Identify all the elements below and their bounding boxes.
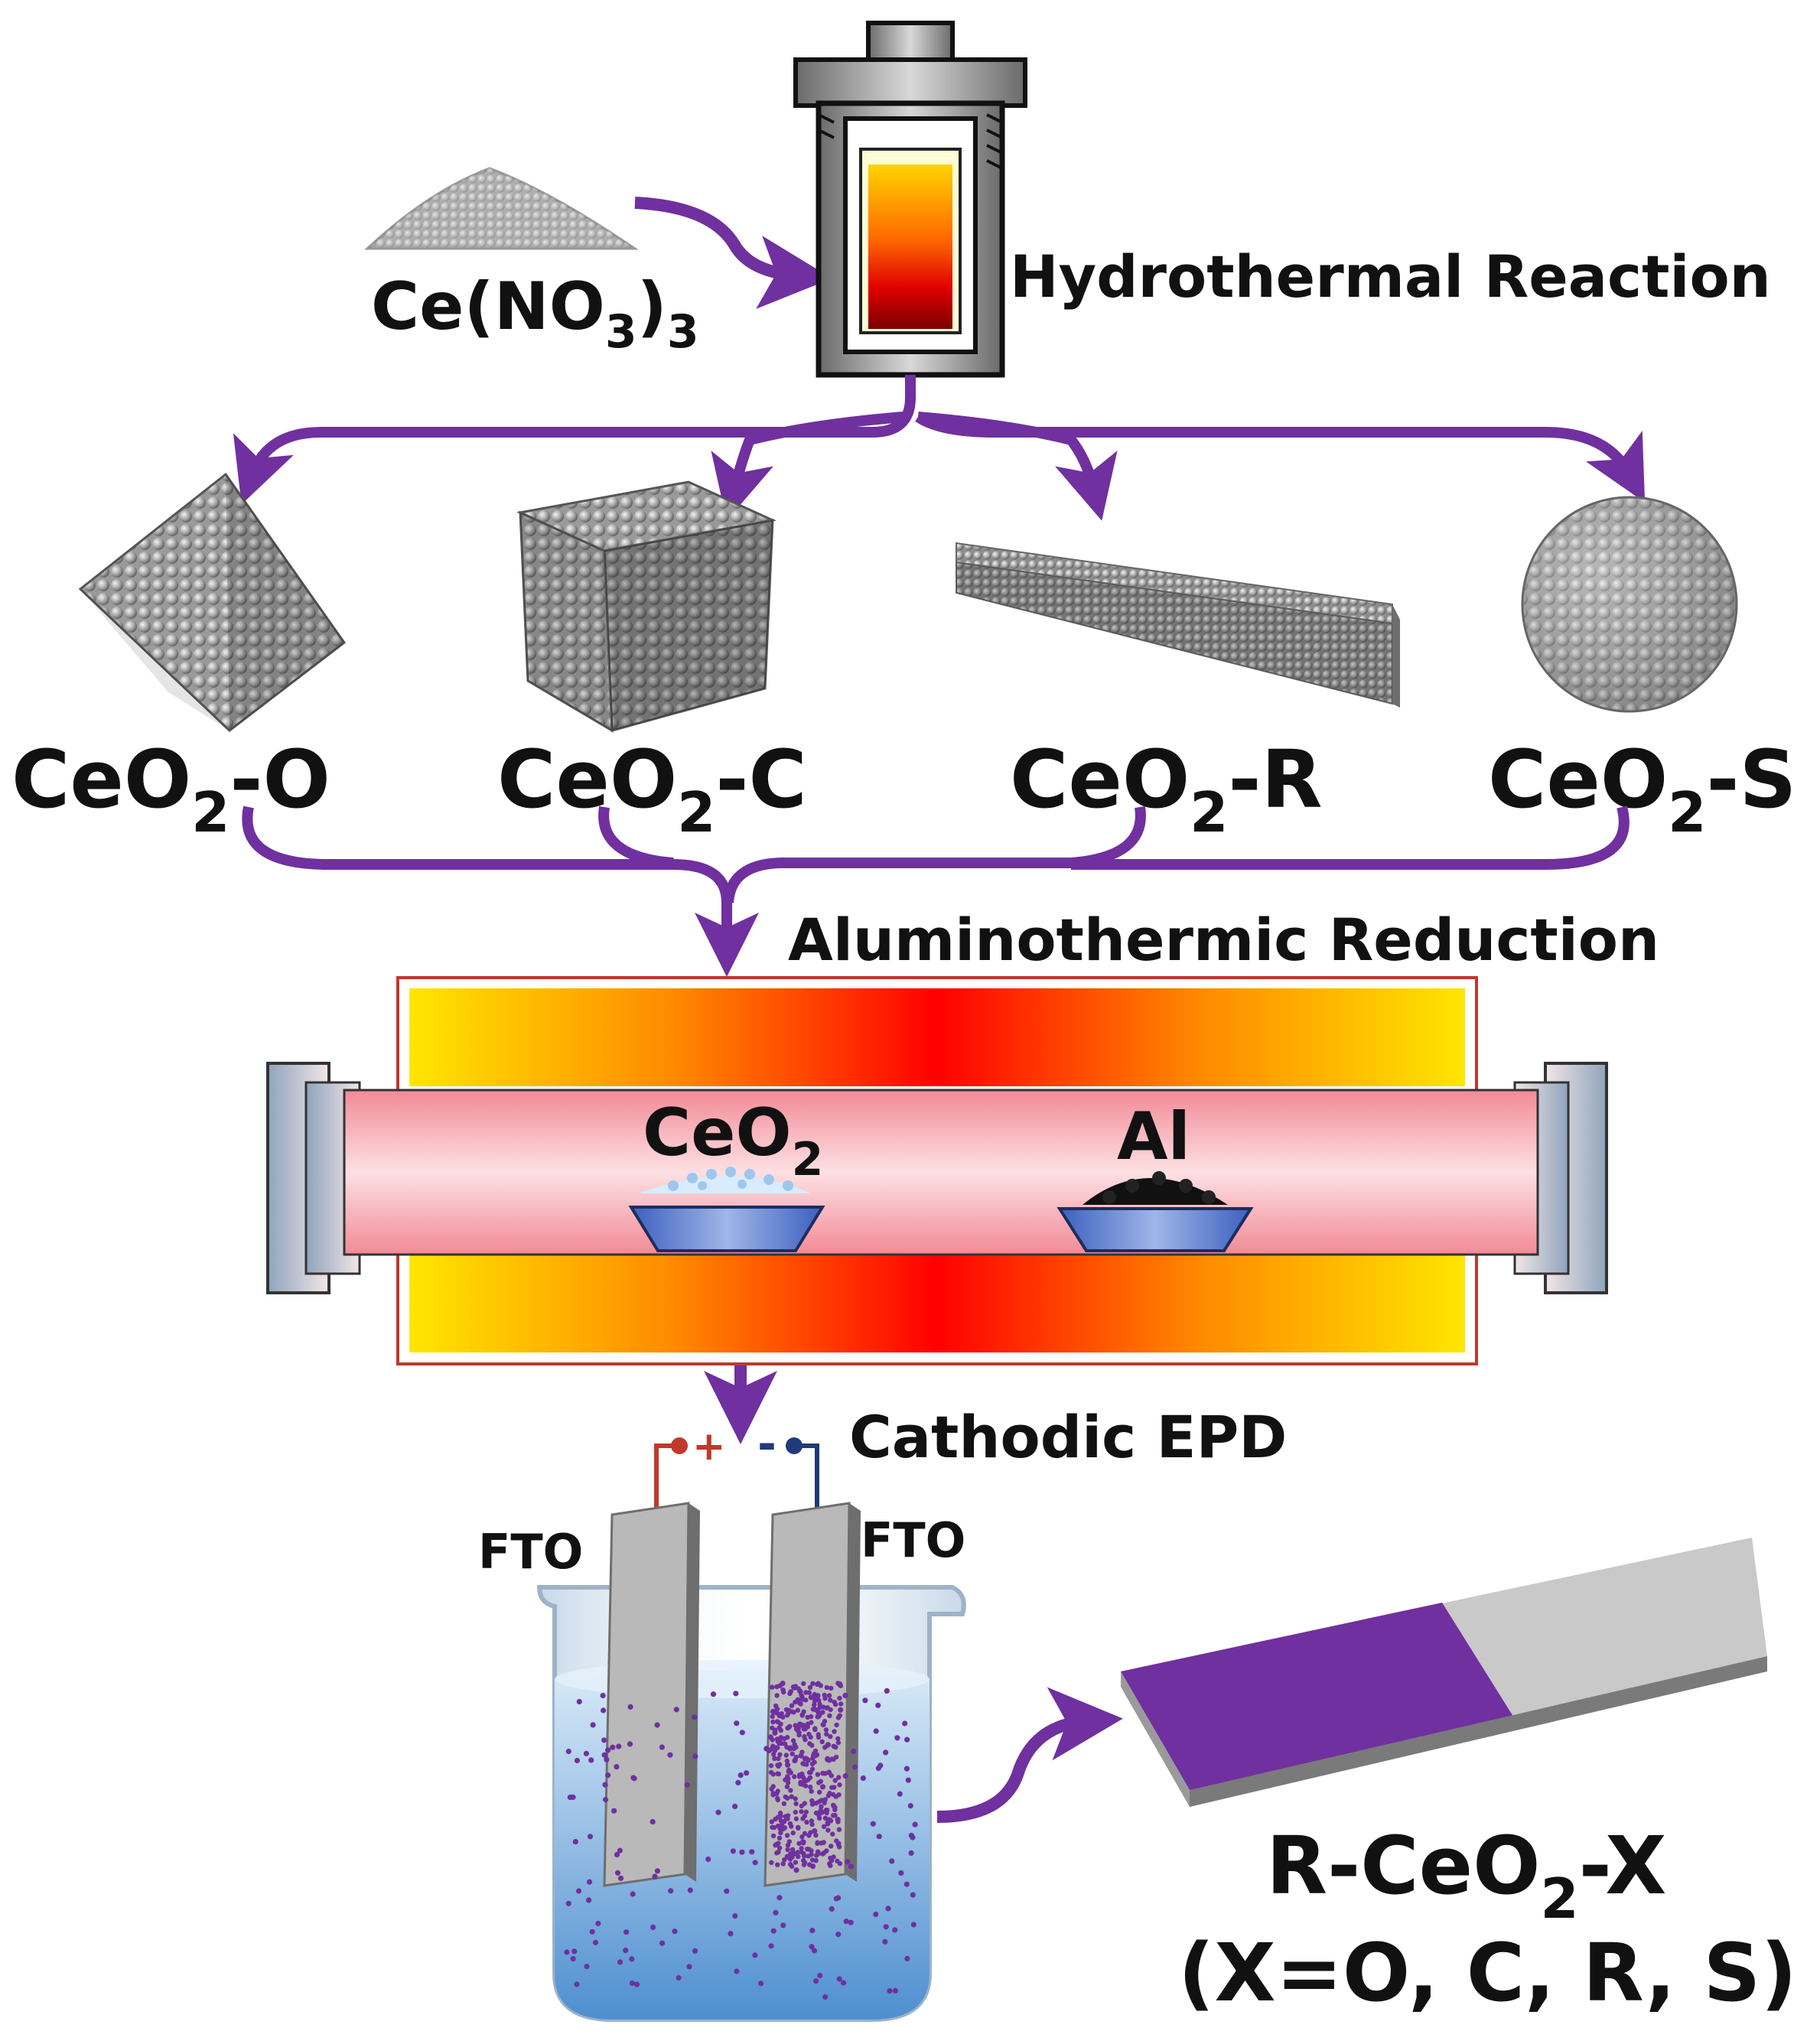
beaker-icon	[536, 1585, 966, 2022]
product-label: R-CeO2-X	[1266, 1819, 1667, 1931]
upper-heater	[409, 988, 1465, 1086]
cube-particle-icon	[516, 480, 777, 733]
product-variants-label: (X=O, C, R, S)	[1178, 1926, 1797, 2020]
octahedron-particle-icon	[78, 472, 347, 732]
boat-al-label: Al	[1117, 1098, 1190, 1175]
ceo2-boat	[628, 1167, 825, 1252]
branch-arrows	[233, 375, 1646, 521]
left-electrode-label: FTO	[478, 1524, 583, 1580]
precursor-label: Ce(NO3)3	[371, 269, 699, 359]
lower-heater	[409, 1255, 1465, 1352]
arrow-to-product	[936, 1687, 1123, 1823]
tube-furnace	[266, 976, 1608, 1365]
epd-wires	[654, 1437, 819, 1515]
coated-substrate	[1121, 1538, 1767, 1807]
label-ceo2-r: CeO2-R	[1010, 733, 1323, 845]
label-ceo2-o: CeO2-O	[11, 733, 330, 845]
epd-label: Cathodic EPD	[849, 1403, 1287, 1471]
boat-ceo2-label: CeO2	[643, 1095, 823, 1186]
merge-arrows	[242, 806, 1630, 977]
rod-particle-icon	[956, 542, 1400, 708]
right-electrode-label: FTO	[861, 1512, 965, 1568]
minus-sign: -	[757, 1417, 777, 1471]
suspended-particles	[564, 1681, 918, 2000]
plus-sign: +	[692, 1424, 726, 1470]
precursor-powder-icon	[364, 167, 639, 250]
arrow-precursor-to-autoclave	[634, 197, 832, 309]
sphere-particle-icon	[1521, 496, 1738, 713]
autoclave-icon	[793, 21, 1027, 378]
label-ceo2-s: CeO2-S	[1488, 733, 1796, 845]
aluminothermic-label: Aluminothermic Reduction	[788, 906, 1659, 974]
anode-electrode	[603, 1502, 700, 1887]
al-boat	[1057, 1171, 1254, 1252]
label-ceo2-c: CeO2-C	[497, 733, 807, 845]
hydrothermal-label: Hydrothermal Reaction	[1010, 242, 1771, 311]
